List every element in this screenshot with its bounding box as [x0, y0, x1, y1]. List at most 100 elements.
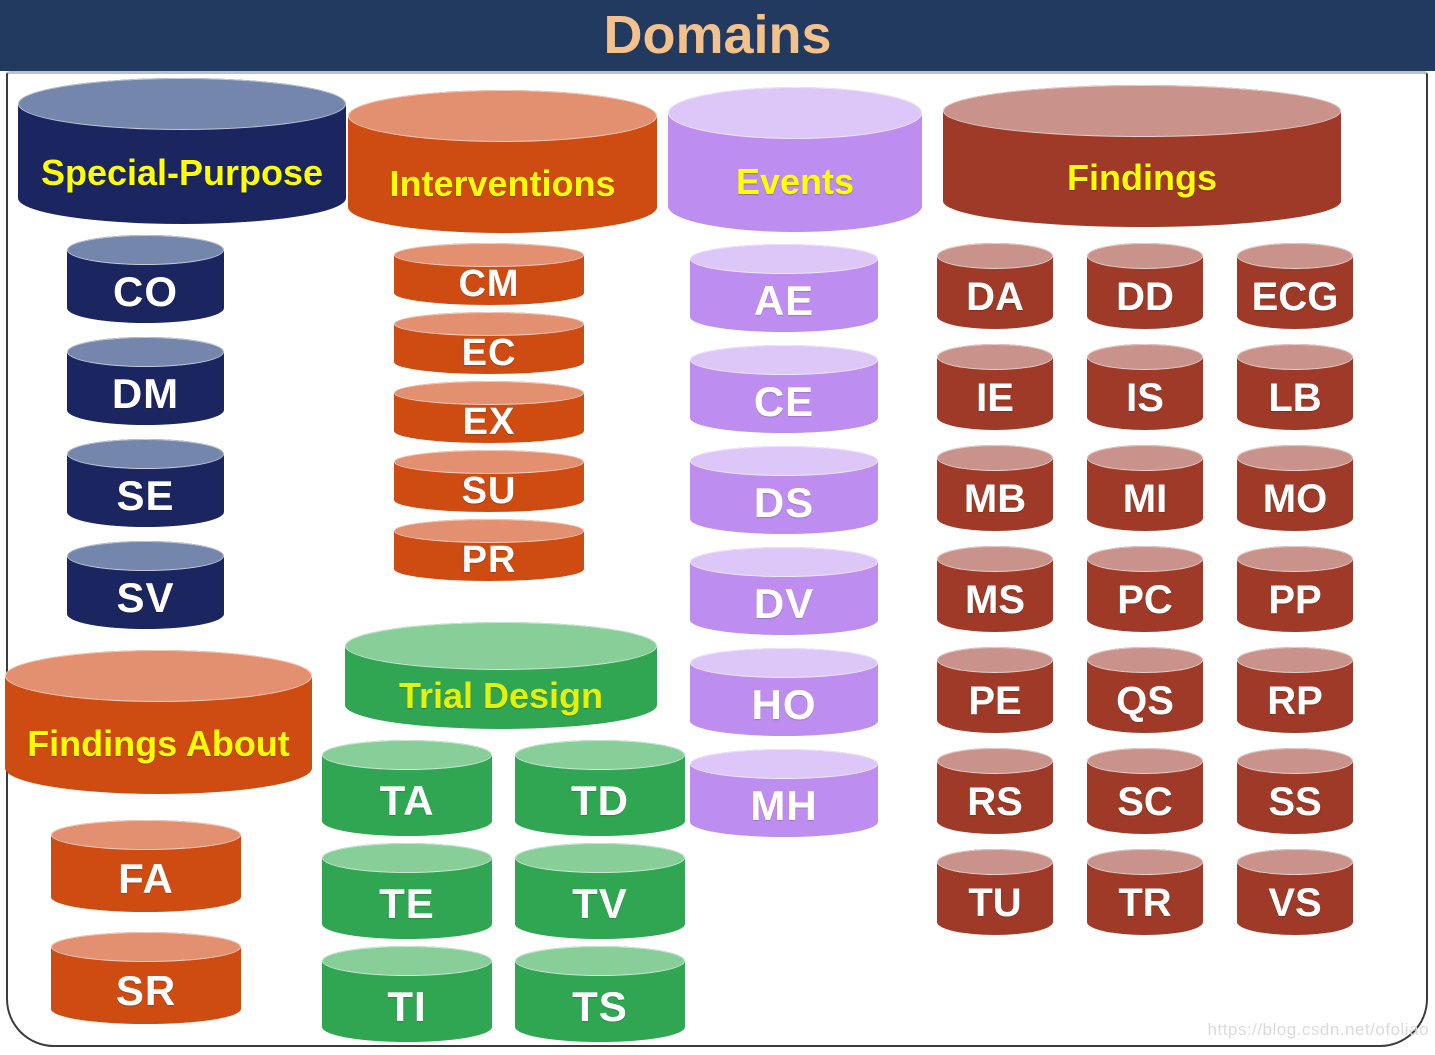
group-header-events: Events: [668, 87, 922, 232]
cylinder-lb: LB: [1237, 344, 1353, 430]
domain-code: MO: [1262, 476, 1328, 521]
domain-code: CO: [113, 267, 178, 315]
cylinder-ms: MS: [937, 546, 1053, 632]
cylinder-top: [937, 748, 1053, 774]
domain-code: DD: [1116, 274, 1174, 319]
cylinder-top: [67, 337, 224, 367]
domain-code: IS: [1126, 375, 1164, 420]
cylinder-mb: MB: [937, 445, 1053, 531]
domain-code: PR: [461, 538, 517, 581]
cylinder-top: [394, 312, 584, 336]
domain-code: RP: [1267, 678, 1323, 723]
cylinder-top: [1087, 647, 1203, 673]
cylinder-ho: HO: [690, 648, 878, 736]
group-label-interventions: Interventions: [389, 162, 616, 204]
cylinder-top: [51, 820, 241, 850]
cylinder-top: [1087, 344, 1203, 370]
cylinder-top: [515, 740, 685, 770]
domain-code: VS: [1268, 880, 1322, 925]
cylinder-top: [1087, 849, 1203, 875]
cylinder-pr: PR: [394, 519, 584, 581]
domain-code: MB: [963, 476, 1027, 521]
cylinder-top: [1237, 849, 1353, 875]
cylinder-pp: PP: [1237, 546, 1353, 632]
cylinder-top: [394, 519, 584, 543]
cylinder-top: [348, 90, 657, 142]
title-bar: Domains: [0, 0, 1435, 71]
page-title: Domains: [603, 4, 832, 65]
cylinder-top: [515, 946, 685, 976]
cylinder-top: [1237, 243, 1353, 269]
cylinder-rp: RP: [1237, 647, 1353, 733]
domain-code: ECG: [1251, 274, 1339, 319]
cylinder-mi: MI: [1087, 445, 1203, 531]
cylinder-rs: RS: [937, 748, 1053, 834]
domain-code: QS: [1116, 678, 1174, 723]
cylinder-top: [937, 344, 1053, 370]
cylinder-ti: TI: [322, 946, 492, 1042]
cylinder-top: [1087, 445, 1203, 471]
domain-code: DA: [966, 274, 1024, 319]
cylinder-top: [67, 439, 224, 469]
cylinder-top: [1087, 748, 1203, 774]
domain-code: SE: [116, 471, 175, 519]
group-trial-design-items: TA TD TE TV TI TS: [322, 740, 685, 1042]
domain-code: AE: [753, 276, 815, 324]
cylinder-top: [1237, 546, 1353, 572]
domain-code: SR: [115, 966, 177, 1014]
cylinder-ecg: ECG: [1237, 243, 1353, 329]
domain-code: EC: [461, 331, 517, 374]
domain-code: EX: [462, 400, 516, 443]
domain-code: TV: [572, 879, 628, 927]
group-header-interventions: Interventions: [348, 90, 657, 233]
cylinder-top: [690, 749, 878, 779]
cylinder-pc: PC: [1087, 546, 1203, 632]
cylinder-qs: QS: [1087, 647, 1203, 733]
cylinder-tr: TR: [1087, 849, 1203, 935]
group-header-trial-design: Trial Design: [345, 622, 657, 729]
cylinder-top: [322, 843, 492, 873]
domain-code: IE: [976, 375, 1014, 420]
domain-code: MI: [1122, 476, 1168, 521]
cylinder-is: IS: [1087, 344, 1203, 430]
domain-code: TI: [387, 982, 427, 1030]
cylinder-ce: CE: [690, 345, 878, 433]
cylinder-fa: FA: [51, 820, 241, 912]
cylinder-vs: VS: [1237, 849, 1353, 935]
cylinder-mo: MO: [1237, 445, 1353, 531]
cylinder-top: [690, 345, 878, 375]
cylinder-mh: MH: [690, 749, 878, 837]
cylinder-top: [690, 446, 878, 476]
cylinder-dd: DD: [1087, 243, 1203, 329]
domain-code: RS: [967, 779, 1023, 824]
domain-code: FA: [118, 854, 174, 902]
cylinder-da: DA: [937, 243, 1053, 329]
domain-code: CM: [458, 262, 520, 305]
cylinder-su: SU: [394, 450, 584, 512]
domain-code: DV: [753, 579, 815, 627]
cylinder-top: [345, 622, 657, 670]
cylinder-top: [1237, 344, 1353, 370]
cylinder-ae: AE: [690, 244, 878, 332]
cylinder-top: [322, 740, 492, 770]
domain-code: CE: [753, 377, 815, 425]
cylinder-top: [1237, 445, 1353, 471]
cylinder-co: CO: [67, 235, 224, 323]
domain-code: TD: [571, 776, 629, 824]
cylinder-top: [1087, 243, 1203, 269]
cylinder-ie: IE: [937, 344, 1053, 430]
cylinder-cm: CM: [394, 243, 584, 305]
cylinder-top: [937, 445, 1053, 471]
domain-code: TS: [572, 982, 628, 1030]
domain-code: TR: [1118, 880, 1172, 925]
cylinder-top: [937, 243, 1053, 269]
domain-code: HO: [751, 680, 817, 728]
group-findings-items: DA DD ECG IE IS LB MB MI MO MS PC PP PE …: [937, 243, 1353, 935]
cylinder-top: [668, 87, 922, 139]
cylinder-top: [690, 547, 878, 577]
domain-code: SC: [1117, 779, 1173, 824]
cylinder-top: [394, 381, 584, 405]
cylinder-top: [51, 932, 241, 962]
group-label-special-purpose: Special-Purpose: [40, 152, 324, 194]
